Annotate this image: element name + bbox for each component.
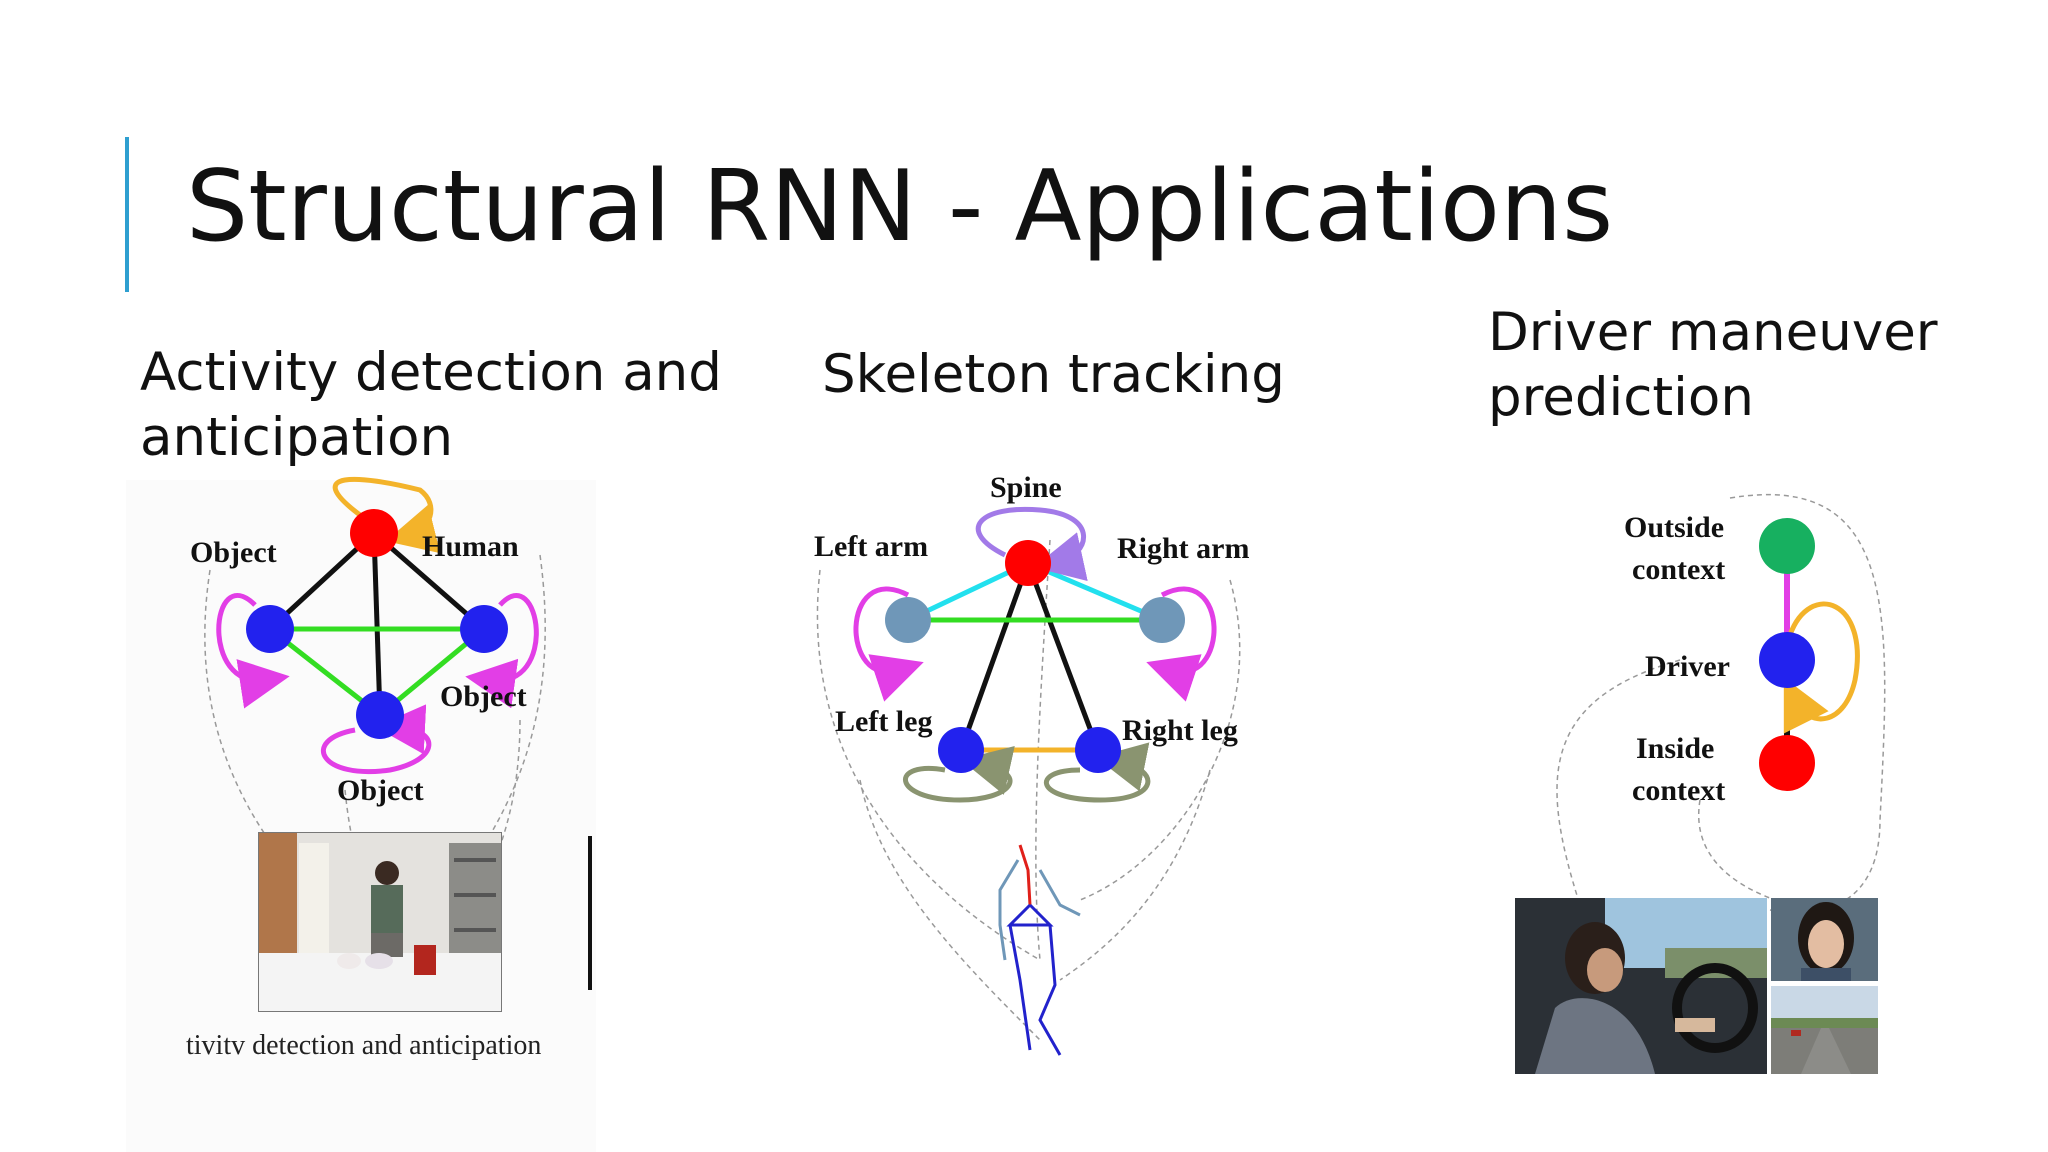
heading-skeleton: Skeleton tracking [822,342,1285,407]
human-node [350,509,398,557]
label-right-arm: Right arm [1117,532,1249,565]
label-inside-context: context [1632,774,1725,807]
skeleton-figure [998,844,1081,1056]
bottom-object-self-loop [321,704,432,774]
label-right-leg: Right leg [1122,714,1238,747]
label-human: Human [422,530,519,563]
left-object-node [246,605,294,653]
left-object-self-loop [216,593,290,709]
heading-activity-line2: anticipation [140,407,454,468]
label-object-left: Object [190,536,277,569]
title-accent-bar [125,137,129,292]
driver-node [1759,632,1815,688]
activity-panel [126,480,596,1152]
left-arm-node [885,597,931,643]
human-self-loop [332,476,441,554]
left-arm-self-loop [853,586,924,702]
slide-title: Structural RNN - Applications [186,150,1614,264]
activity-photo-illustration [259,833,501,1011]
label-object-right: Object [440,680,527,713]
driver-self-loop [1783,601,1860,734]
label-outside-context: context [1632,553,1725,586]
label-object-bottom: Object [337,774,424,807]
road-view-photo [1771,986,1878,1074]
right-leg-node [1075,727,1121,773]
spine-self-loop [975,506,1088,582]
label-left-arm: Left arm [814,530,928,563]
inside-context-node [1759,735,1815,791]
edge-spine-left-leg [958,562,1031,751]
driver-face-photo [1771,898,1878,981]
heading-skeleton-line1: Skeleton tracking [822,344,1285,405]
activity-caption: tivitv detection and anticipation [186,1030,542,1061]
left-leg-node [938,727,984,773]
label-outside: Outside [1624,511,1724,544]
right-object-self-loop [465,593,539,709]
edge-spine-right-leg [1025,562,1101,751]
road-view-illustration [1771,986,1878,1074]
label-spine: Spine [990,471,1062,504]
bottom-object-node [356,691,404,739]
right-leg-self-loop [1043,742,1151,803]
right-object-node [460,605,508,653]
heading-driver-line2: prediction [1488,367,1754,428]
left-leg-self-loop [903,746,1015,803]
heading-activity-line1: Activity detection and [140,342,722,403]
heading-driver-line1: Driver maneuver [1488,302,1938,363]
right-arm-self-loop [1146,586,1217,702]
edge-human-bottom-object [371,532,383,716]
heading-activity: Activity detection and anticipation [140,340,722,470]
label-inside: Inside [1636,732,1714,765]
driver-cabin-photo [1515,898,1767,1074]
label-left-leg: Left leg [835,705,932,738]
driver-cabin-illustration [1515,898,1767,1074]
spine-node [1005,540,1051,586]
driver-leader-lines [1556,493,1886,914]
label-driver: Driver [1645,650,1730,683]
heading-driver: Driver maneuver prediction [1488,300,1938,430]
driver-face-illustration [1771,898,1878,981]
activity-photo [258,832,502,1012]
outside-context-node [1759,518,1815,574]
right-arm-node [1139,597,1185,643]
